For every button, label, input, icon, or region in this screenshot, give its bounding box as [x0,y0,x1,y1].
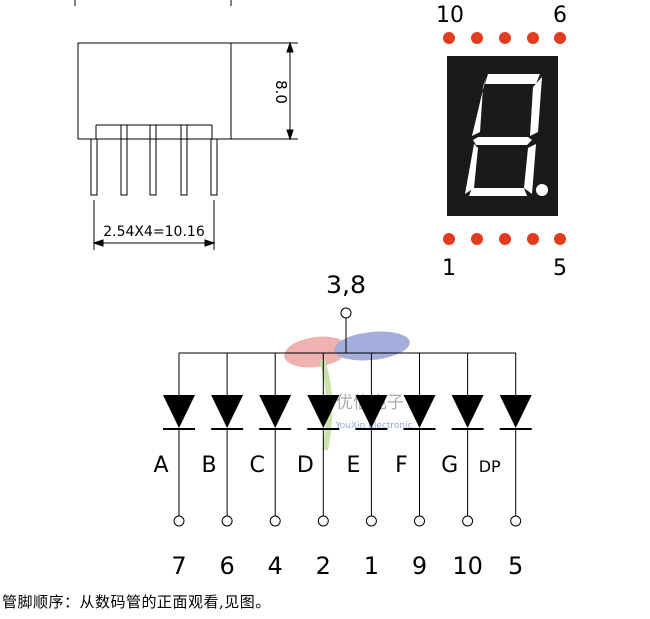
diode-branch-g: G 10 [441,353,484,580]
diode-branch-d: D2 [297,353,340,580]
diode-symbol [451,395,484,428]
pin-terminal [221,515,233,527]
bottom-pin-dots [443,233,566,245]
diode-symbol [211,395,244,428]
pin-terminal [317,515,329,527]
seven-segment-display [443,32,566,245]
pin-terminal [510,515,522,527]
diode-branch-f: F9 [395,353,436,580]
segment-b [530,77,542,136]
height-dimension-label: 8.0 [272,80,290,104]
diode-symbol [499,395,532,428]
pin-label-5: 5 [553,256,567,281]
pin-number: 6 [219,552,234,580]
common-anode-node [179,307,516,354]
diode-branch-b: B6 [202,353,244,580]
diode-branch-a: A7 [153,353,195,580]
top-pin-dots [443,32,566,44]
pin-label-6: 6 [553,3,567,28]
segment-e [465,144,478,194]
pin-number: 10 [452,552,483,580]
segment-label: A [153,453,168,478]
segment-label: G [441,453,458,478]
pin-number: 4 [268,552,283,580]
pin-terminal [269,515,281,527]
segment-c [524,144,536,194]
pin-number: 9 [412,552,427,580]
segment-label: B [202,453,217,478]
pin-terminal [173,515,185,527]
segment-label: DP [479,457,501,476]
diode-branch-e: E1 [346,353,388,580]
segments [465,74,548,196]
segment-a [485,74,540,84]
package-side-view [74,0,298,250]
diode-symbol [355,395,388,428]
pin-number: 2 [316,552,331,580]
pin-number: 5 [508,552,523,580]
pin-terminal [365,515,377,527]
pitch-dimension-label: 2.54X4=10.16 [103,224,205,240]
pin-number: 7 [171,552,186,580]
pin-label-10: 10 [436,3,464,28]
segment-d [469,188,527,196]
diode-symbol [403,395,436,428]
diode-branch-dp: DP 5 [479,353,532,580]
segment-label: C [250,453,265,478]
segment-dp [536,184,548,196]
pinout-caption: 管脚顺序：从数码管的正面观看,见图。 [2,593,271,611]
diode-symbol [259,395,292,428]
watermark-logo [284,331,410,451]
pin-number: 1 [364,552,379,580]
segment-label: F [395,453,408,478]
segment-label: E [346,453,360,478]
segment-g [473,137,532,145]
watermark-brand-en: YouXin Electronic [334,421,412,431]
diode-symbol [307,395,340,428]
diode-branch-c: C4 [250,353,292,580]
diode-symbol [163,395,195,428]
pin-label-1: 1 [442,256,456,281]
segment-label: D [297,453,314,478]
common-pin-label: 3,8 [326,271,366,299]
pin-terminal [414,515,425,527]
pin-terminal [462,515,474,527]
segment-f [472,77,486,136]
